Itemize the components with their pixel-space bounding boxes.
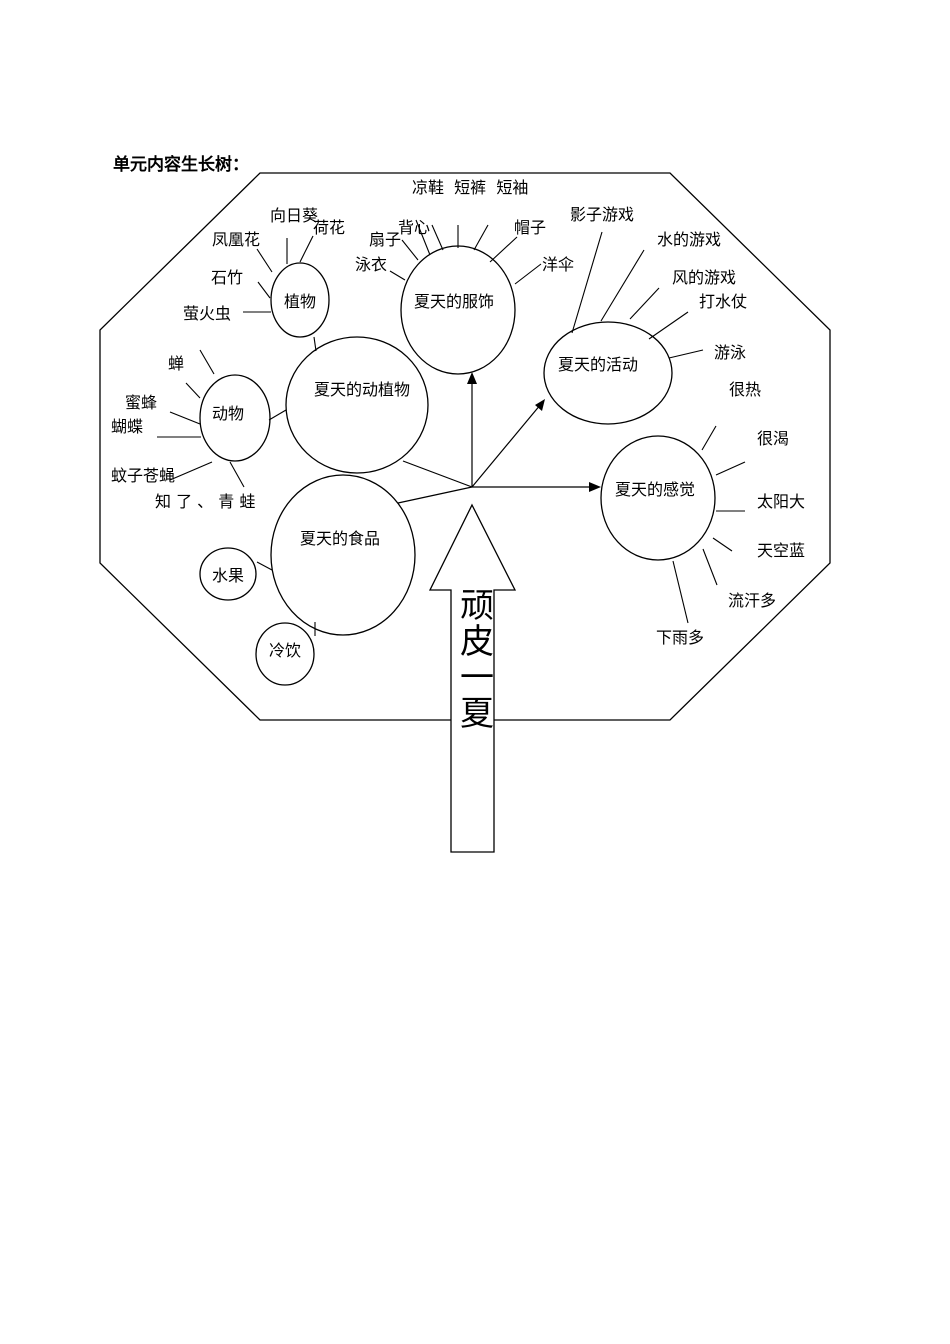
- circle-plants: [270, 262, 330, 338]
- branch-lines: [397, 378, 594, 504]
- trunk-char-3: 一: [460, 658, 494, 698]
- label-blue-sky: 天空蓝: [757, 541, 805, 560]
- circle-label-food: 夏天的食品: [300, 529, 380, 548]
- leaf-labels: 向日葵 荷花 凤凰花 石竹 萤火虫 蝉 蜜蜂 蝴蝶 蚊子苍蝇 知 了 、 青 蛙…: [111, 178, 805, 647]
- circle-animals: [199, 374, 271, 462]
- label-sandals-shorts: 凉鞋 短裤 短袖: [412, 178, 528, 197]
- label-wind-game: 风的游戏: [672, 268, 736, 287]
- label-vest: 背心: [398, 218, 430, 237]
- circle-cold-drink: [255, 622, 315, 686]
- label-shadow-game: 影子游戏: [570, 205, 634, 224]
- circle-label-feelings: 夏天的感觉: [615, 480, 695, 499]
- circle-food: [270, 474, 416, 636]
- circle-animals-plants: [285, 336, 429, 474]
- circle-activities: [543, 321, 673, 425]
- circle-feelings: [600, 435, 716, 561]
- label-fan: 扇子: [369, 230, 401, 249]
- trunk-arrow: [428, 503, 517, 853]
- circle-label-fruit: 水果: [212, 566, 244, 585]
- circle-fruit: [199, 547, 257, 601]
- label-cicada-frog: 知 了 、 青 蛙: [155, 492, 255, 511]
- label-bee: 蜜蜂: [125, 393, 157, 412]
- connector-lines: [256, 336, 317, 636]
- page-title: 单元内容生长树：: [113, 155, 249, 175]
- trunk-char-1: 顽: [460, 586, 494, 626]
- trunk-char-2: 皮: [460, 622, 494, 662]
- circle-label-plants: 植物: [284, 292, 316, 311]
- label-butterfly: 蝴蝶: [111, 417, 143, 436]
- label-very-hot: 很热: [729, 380, 761, 399]
- arrowheads: [467, 372, 601, 492]
- label-mosquito-fly: 蚊子苍蝇: [111, 466, 175, 485]
- circle-label-clothing: 夏天的服饰: [414, 292, 494, 311]
- label-bamboo: 石竹: [211, 268, 243, 287]
- label-sweat: 流汗多: [728, 591, 776, 610]
- label-umbrella: 洋伞: [542, 255, 574, 274]
- circle-label-activities: 夏天的活动: [558, 355, 638, 374]
- circle-label-cold-drink: 冷饮: [269, 641, 301, 660]
- octagon-frame: [99, 172, 831, 721]
- label-lotus: 荷花: [313, 218, 345, 237]
- spoke-lines: [157, 219, 746, 624]
- circle-label-animals-plants: 夏天的动植物: [314, 380, 410, 399]
- label-big-sun: 太阳大: [757, 492, 805, 511]
- label-firefly: 萤火虫: [183, 304, 231, 323]
- label-hat: 帽子: [514, 218, 546, 237]
- circles: [199, 245, 716, 686]
- label-water-game: 水的游戏: [657, 230, 721, 249]
- label-very-thirsty: 很渴: [757, 429, 789, 448]
- circle-label-animals: 动物: [212, 404, 244, 423]
- label-water-fight: 打水仗: [699, 292, 747, 311]
- label-phoenix-flower: 凤凰花: [212, 230, 260, 249]
- label-sunflower: 向日葵: [270, 206, 318, 225]
- label-much-rain: 下雨多: [656, 628, 704, 647]
- label-cicada: 蝉: [168, 354, 184, 373]
- label-swimming: 游泳: [714, 343, 746, 362]
- trunk-char-4: 夏: [460, 694, 494, 734]
- label-swimsuit: 泳衣: [355, 255, 387, 274]
